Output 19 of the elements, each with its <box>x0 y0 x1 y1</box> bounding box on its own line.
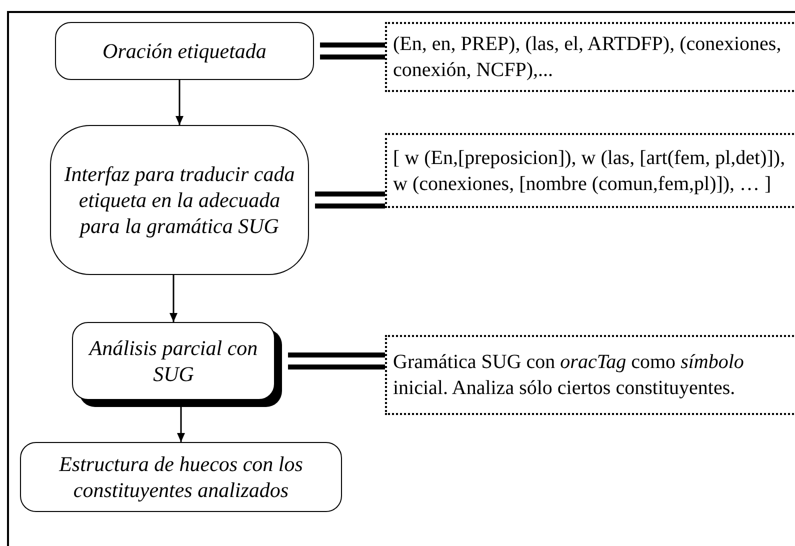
arrow <box>176 80 184 125</box>
annotation-box <box>385 335 795 415</box>
step-text: Interfaz para traducir cada etiqueta en la adecuada para la gramática SUG <box>63 160 296 240</box>
step-text: Estructura de huecos con los constituyentes analizados <box>58 450 304 504</box>
process-box <box>20 442 342 512</box>
double-line-connector <box>318 42 388 60</box>
step-text: Oración etiquetada <box>102 38 266 64</box>
note-text: Gramática SUG con oracTag como símbolo inicial. Analiza sólo ciertos constituyentes. <box>393 350 745 401</box>
process-box <box>55 22 314 80</box>
annotation-box <box>385 22 795 92</box>
note-text: (En, en, PREP), (las, el, ARTDFP), (conexiones, conexión, NCFP),... <box>393 32 782 83</box>
double-line-connector <box>286 352 388 370</box>
double-line-connector <box>312 192 388 208</box>
annotation-box <box>385 133 795 208</box>
arrow <box>177 407 185 442</box>
arrow <box>170 275 178 322</box>
process-box <box>50 125 309 275</box>
step-text: Análisis parcial con SUG <box>87 334 259 388</box>
note-text: [ w (En,[preposicion]), w (las, [art(fem, pl,det)]), w (conexiones, [nombre (comun,fem,pl)]), … ] <box>393 146 786 196</box>
